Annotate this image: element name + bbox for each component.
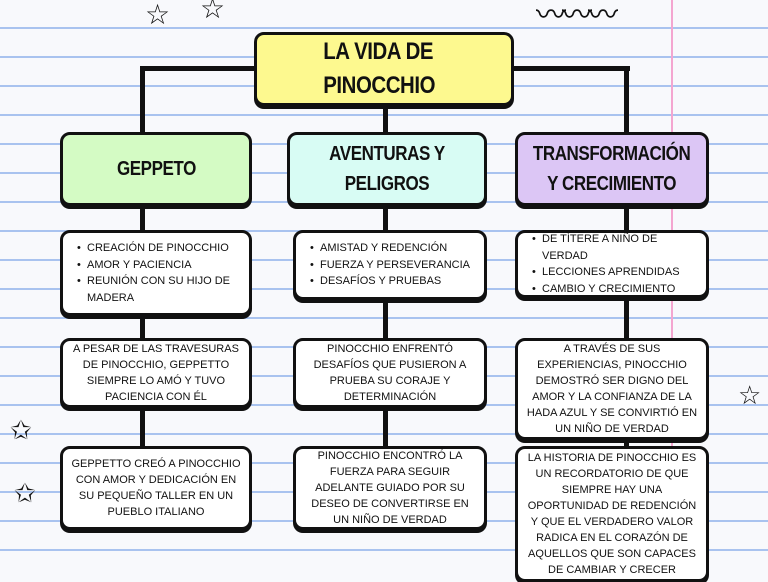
description-text: PINOCCHIO ENFRENTÓ DESAFÍOS QUE PUSIERON… xyxy=(313,343,467,403)
title-box: LA VIDA DE PINOCCHIO xyxy=(254,32,514,106)
connector xyxy=(383,100,388,136)
bullets-geppeto: CREACIÓN DE PINOCCHIOAMOR Y PACIENCIAREU… xyxy=(60,230,252,316)
star-doodle-icon: ✩ xyxy=(14,478,36,508)
header-transformacion: TRANSFORMACIÓN Y CRECIMIENTO xyxy=(515,132,709,206)
header-label: GEPPETO xyxy=(116,158,196,180)
star-doodle-icon: ☆ xyxy=(145,0,171,30)
description-text: A PESAR DE LAS TRAVESURAS DE PINOCCHIO, … xyxy=(73,343,239,403)
detail-text: PINOCCHIO ENCONTRÓ LA FUERZA PARA SEGUIR… xyxy=(311,450,469,526)
bullet-item: FUERZA Y PERSEVERANCIA xyxy=(310,257,476,274)
detail-transformacion: LA HISTORIA DE PINOCCHIO ES UN RECORDATO… xyxy=(515,446,709,582)
detail-text: GEPPETTO CREÓ A PINOCCHIO CON AMOR Y DED… xyxy=(71,458,241,518)
connector xyxy=(383,205,388,450)
bullet-item: REUNIÓN CON SU HIJO DE MADERA xyxy=(77,273,241,306)
bullet-item: LECCIONES APRENDIDAS xyxy=(532,264,698,281)
detail-aventuras: PINOCCHIO ENCONTRÓ LA FUERZA PARA SEGUIR… xyxy=(293,446,487,530)
bullets-transformacion: DE TÍTERE A NIÑO DE VERDADLECCIONES APRE… xyxy=(515,230,709,298)
description-text: A TRAVÉS DE SUS EXPERIENCIAS, PINOCCHIO … xyxy=(526,343,698,435)
description-geppeto: A PESAR DE LAS TRAVESURAS DE PINOCCHIO, … xyxy=(60,338,252,408)
detail-geppeto: GEPPETTO CREÓ A PINOCCHIO CON AMOR Y DED… xyxy=(60,446,252,530)
star-doodle-icon: ☆ xyxy=(200,0,226,24)
connector xyxy=(624,205,629,450)
bullet-item: AMOR Y PACIENCIA xyxy=(77,257,241,274)
detail-text: LA HISTORIA DE PINOCCHIO ES UN RECORDATO… xyxy=(527,452,697,576)
bullet-item: CREACIÓN DE PINOCCHIO xyxy=(77,240,241,257)
star-doodle-icon: ✩ xyxy=(10,415,32,445)
connector xyxy=(140,66,145,136)
bullet-item: CAMBIO Y CRECIMIENTO xyxy=(532,281,698,298)
bullet-item: AMISTAD Y REDENCIÓN xyxy=(310,240,476,257)
connector xyxy=(624,66,629,136)
page-title: LA VIDA DE PINOCCHIO xyxy=(323,38,436,99)
bullet-item: DESAFÍOS Y PRUEBAS xyxy=(310,273,476,290)
bullet-item: DE TÍTERE A NIÑO DE VERDAD xyxy=(532,231,698,264)
zigzag-doodle-icon: 〰〰〰 xyxy=(536,0,618,32)
header-geppeto: GEPPETO xyxy=(60,132,252,206)
header-label: AVENTURAS Y PELIGROS xyxy=(329,143,445,195)
star-doodle-icon: ☆ xyxy=(738,380,762,410)
bullets-aventuras: AMISTAD Y REDENCIÓNFUERZA Y PERSEVERANCI… xyxy=(293,230,487,300)
description-aventuras: PINOCCHIO ENFRENTÓ DESAFÍOS QUE PUSIERON… xyxy=(293,338,487,408)
connector xyxy=(140,205,145,450)
header-label: TRANSFORMACIÓN Y CRECIMIENTO xyxy=(533,143,691,195)
header-aventuras: AVENTURAS Y PELIGROS xyxy=(287,132,487,206)
description-transformacion: A TRAVÉS DE SUS EXPERIENCIAS, PINOCCHIO … xyxy=(515,338,709,440)
